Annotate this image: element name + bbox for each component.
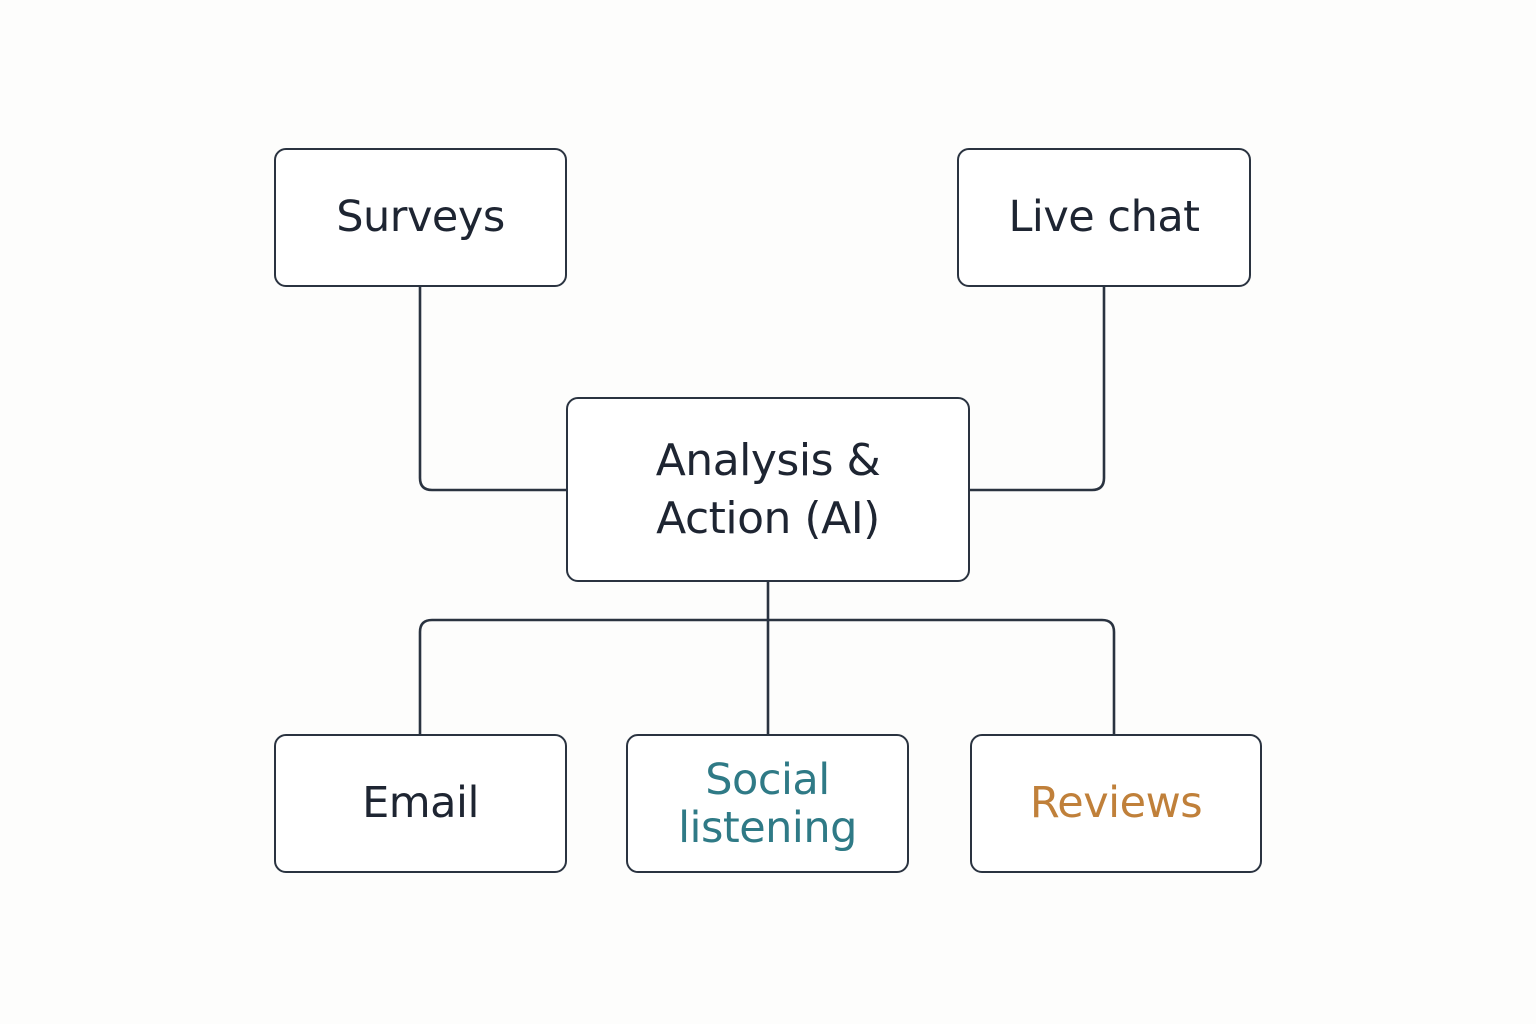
connector-livechat-to-center xyxy=(968,285,1106,492)
node-live-chat-label: Live chat xyxy=(1008,192,1200,243)
node-surveys-label: Surveys xyxy=(336,192,505,243)
node-social-listening: Social listening xyxy=(626,734,909,873)
node-social-listening-line2: listening xyxy=(678,802,857,853)
node-reviews: Reviews xyxy=(970,734,1262,873)
connector-branch-bus xyxy=(418,618,1116,736)
node-reviews-label: Reviews xyxy=(1029,778,1203,829)
node-analysis-action-line2: Action (AI) xyxy=(656,492,880,544)
node-email-label: Email xyxy=(362,778,479,829)
node-email: Email xyxy=(274,734,567,873)
connector-surveys-to-center xyxy=(418,285,568,492)
node-analysis-action-line1: Analysis & xyxy=(655,434,881,486)
node-surveys: Surveys xyxy=(274,148,567,287)
node-social-listening-line1: Social xyxy=(705,754,830,805)
node-analysis-action: Analysis & Action (AI) xyxy=(566,397,970,582)
node-analysis-action-label: Analysis & Action (AI) xyxy=(656,432,881,548)
node-live-chat: Live chat xyxy=(957,148,1251,287)
node-social-listening-label: Social listening xyxy=(678,756,857,852)
